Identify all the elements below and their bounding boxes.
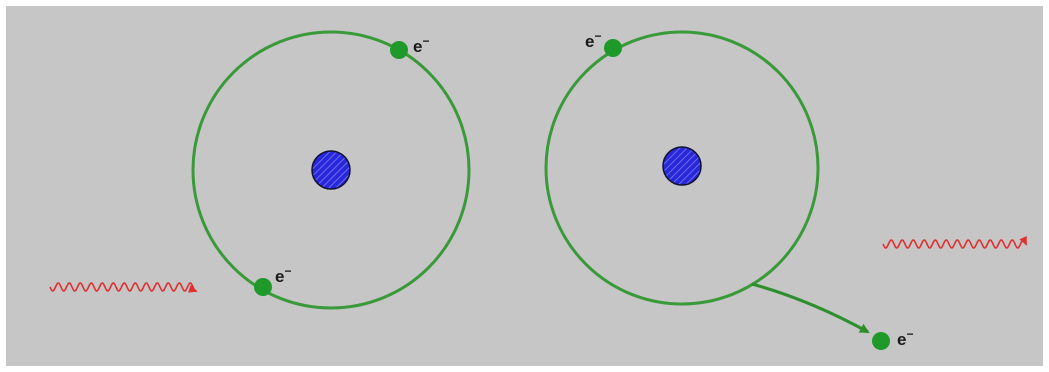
electron-top-left-atom: e− — [390, 34, 429, 59]
left-atom: e− e− — [191, 30, 471, 310]
ejection-arrow — [751, 282, 870, 334]
nucleus-icon — [311, 150, 351, 190]
left-atom-orbit — [191, 30, 471, 310]
ejected-electron: e− — [872, 327, 913, 350]
electron-bottom-left-atom: e− — [254, 264, 291, 296]
electron-label: e− — [275, 264, 291, 286]
electron-icon — [390, 41, 408, 59]
diagram-background — [6, 6, 1043, 366]
right-atom: e− — [544, 29, 820, 306]
electron-label: e− — [585, 29, 601, 51]
photon-wave-icon — [882, 235, 1027, 249]
photon-wave-icon — [49, 282, 198, 293]
electron-icon — [604, 39, 622, 57]
electron-label: e− — [897, 327, 913, 349]
electron-icon — [872, 332, 890, 350]
electron-icon — [254, 278, 272, 296]
nucleus-icon — [662, 146, 702, 186]
electron-right-atom: e− — [585, 29, 622, 57]
right-atom-orbit — [544, 30, 820, 306]
electron-label: e− — [413, 34, 429, 56]
